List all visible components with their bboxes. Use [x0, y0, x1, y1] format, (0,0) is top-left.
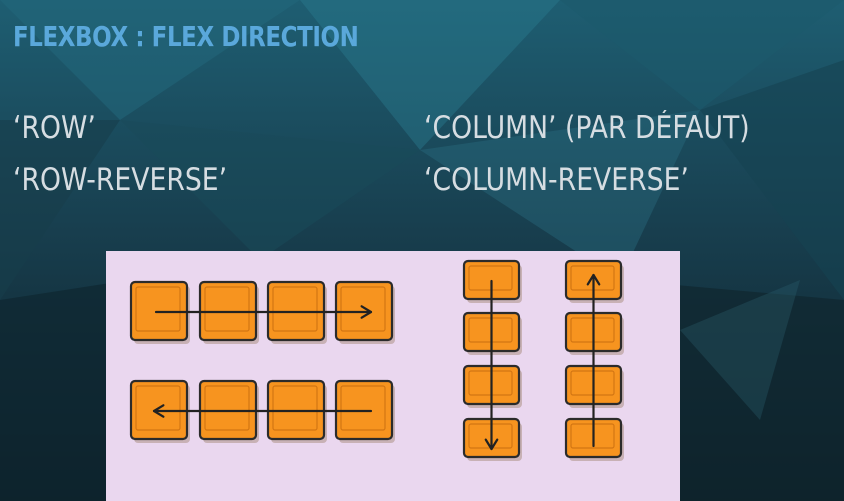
- row-reverse-box-1-inner: [135, 385, 181, 431]
- diagram-canvas: [129, 259, 624, 461]
- row-box-3-inner: [272, 286, 318, 332]
- row-box-4-inner: [340, 286, 386, 332]
- row-reverse-box-3-inner: [272, 385, 318, 431]
- label-row: ‘ROW’: [13, 110, 96, 146]
- label-column: ‘COLUMN’ (PAR DÉFAUT): [424, 110, 750, 146]
- row-reverse-arrow-head: [152, 404, 165, 418]
- label-column-reverse: ‘COLUMN-REVERSE’: [424, 162, 689, 198]
- row-reverse-box-2-inner: [204, 385, 250, 431]
- label-row-reverse: ‘ROW-REVERSE’: [13, 162, 228, 198]
- slide-title: FLEXBOX : FLEX DIRECTION: [13, 20, 359, 53]
- row-reverse-box-4-inner: [340, 385, 386, 431]
- row-box-1-inner: [135, 286, 181, 332]
- row-arrow-head: [360, 305, 373, 319]
- flex-direction-diagram: [106, 251, 680, 501]
- row-box-2-inner: [204, 286, 250, 332]
- column-reverse-arrow-head: [586, 273, 601, 286]
- column-arrow-head: [484, 438, 499, 451]
